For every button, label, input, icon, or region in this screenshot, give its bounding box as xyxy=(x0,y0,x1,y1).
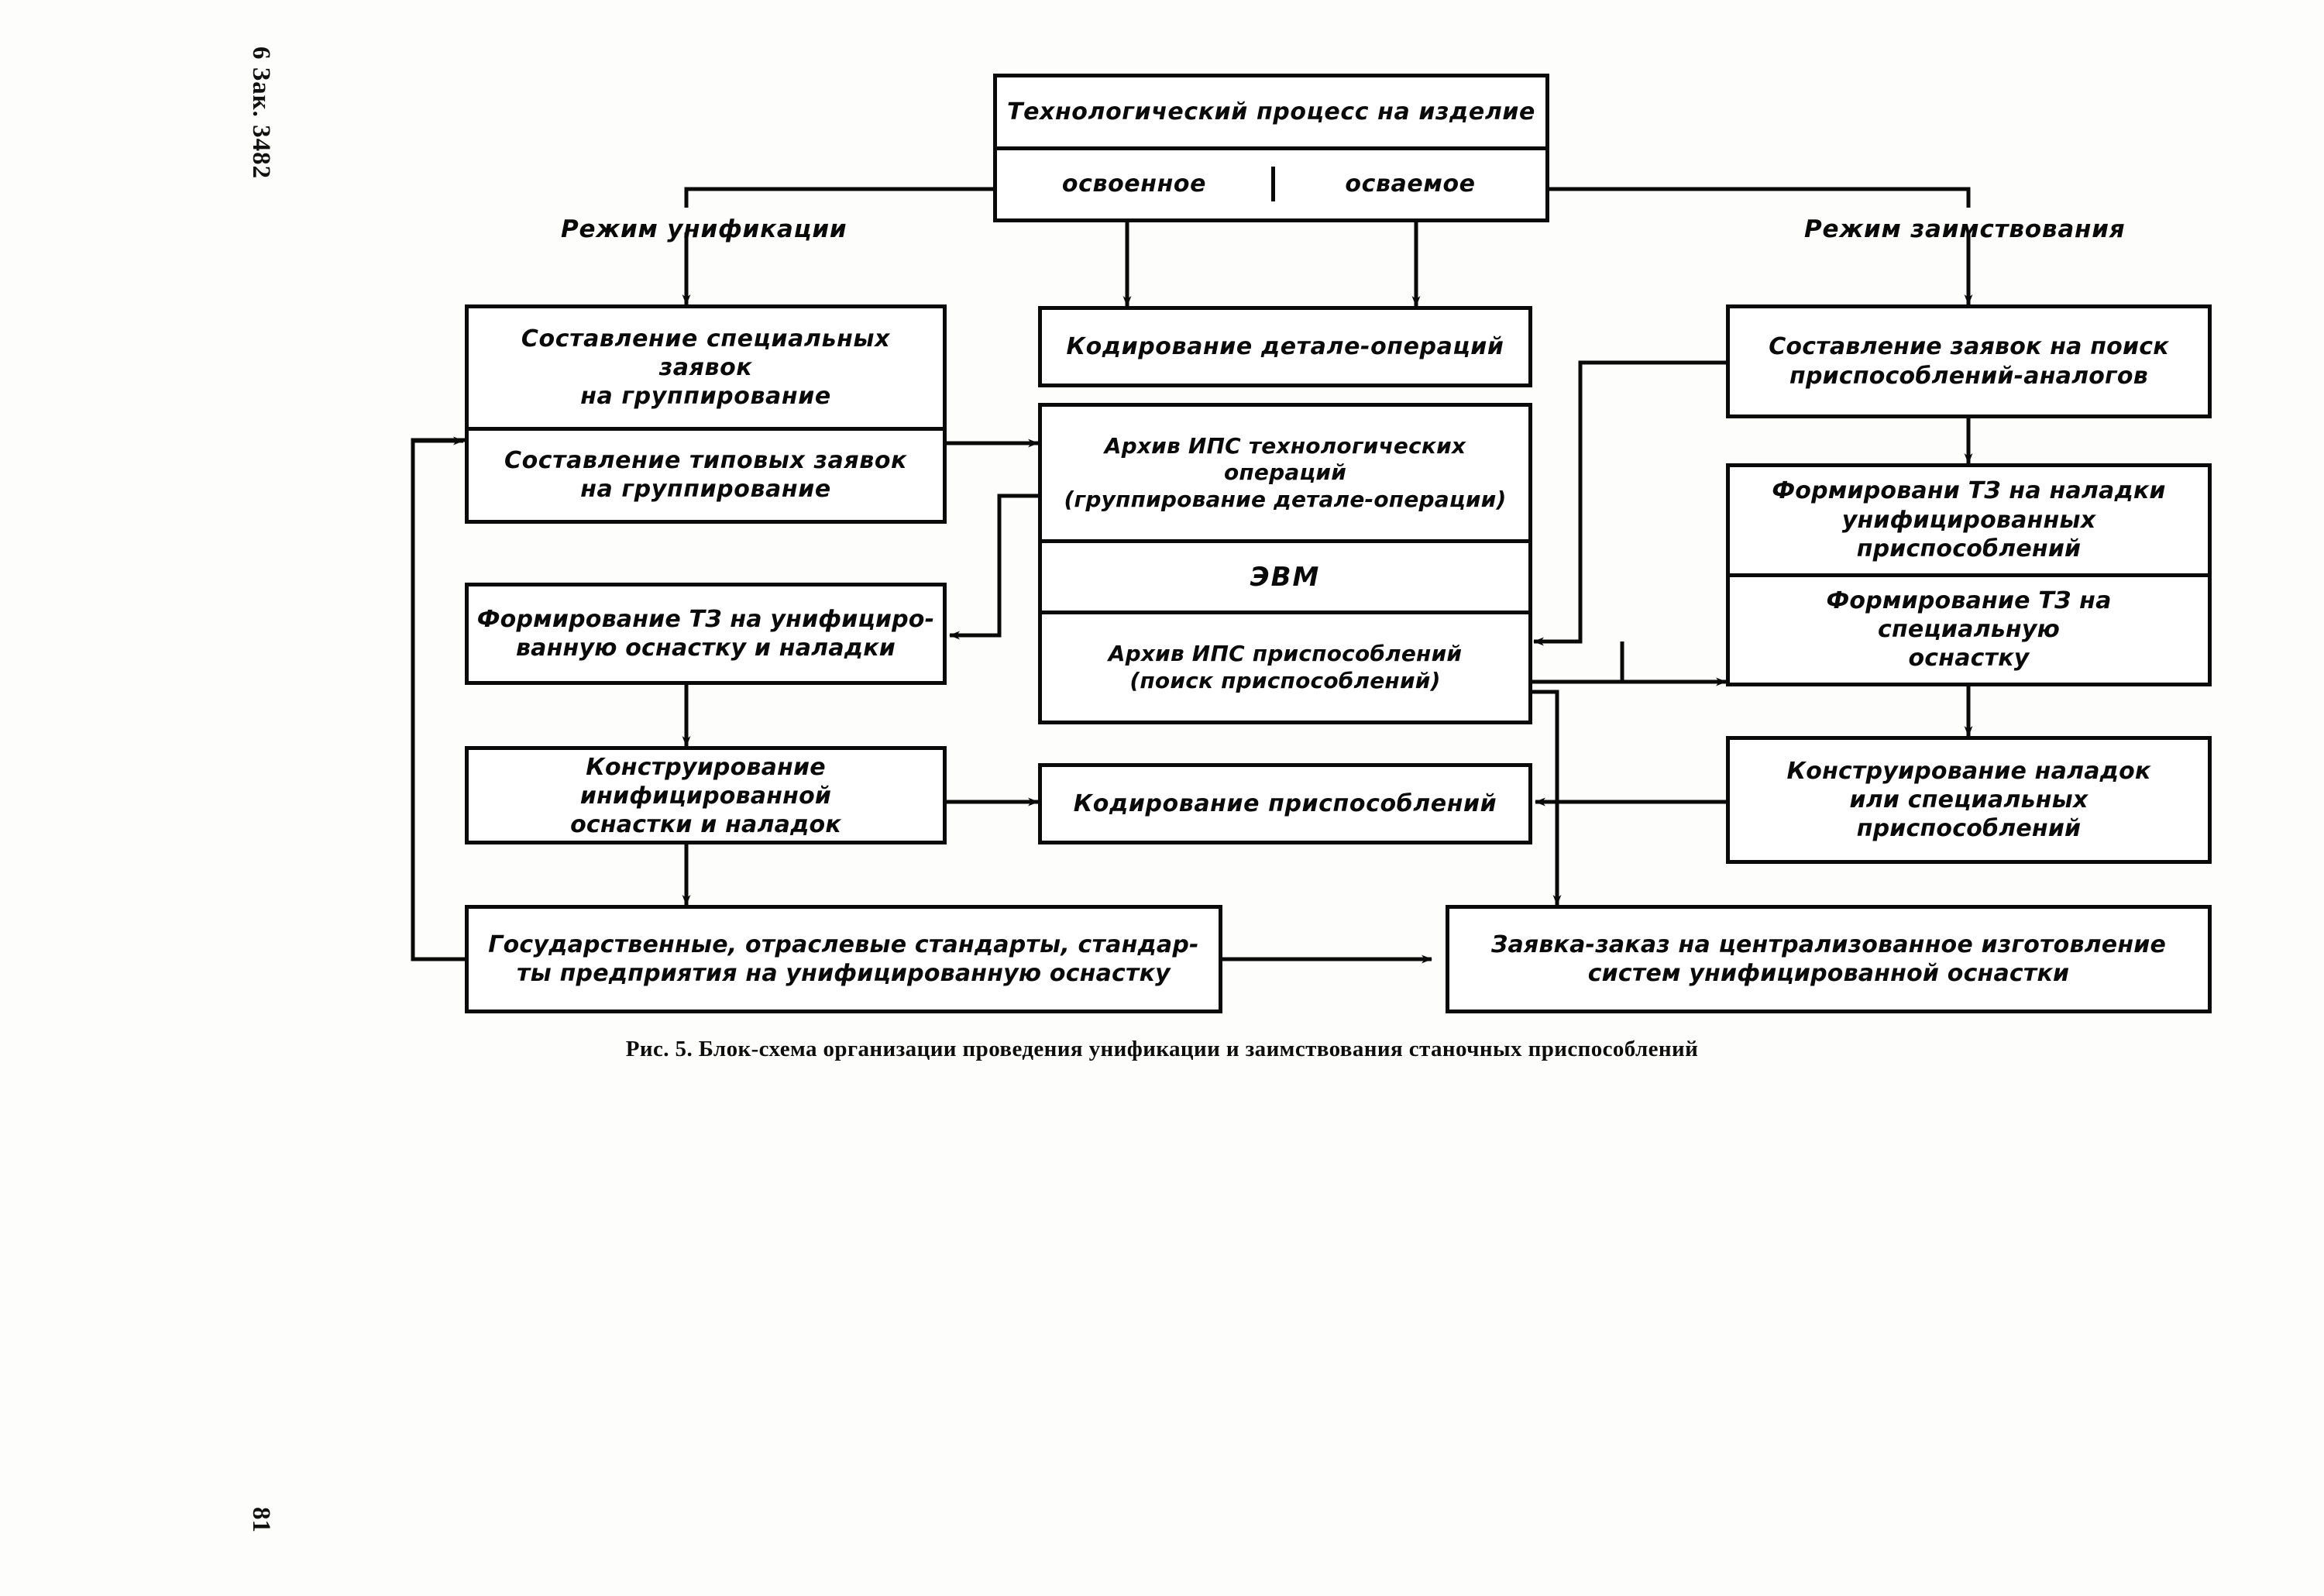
node-tz-unified[interactable]: Формирование ТЗ на унифициро- ванную осн… xyxy=(465,583,947,685)
search-analogs-label: Составление заявок на поиск приспособлен… xyxy=(1769,333,2169,390)
cell-typical-requests[interactable]: Составление типовых заявок на группирова… xyxy=(469,426,943,520)
cell-design-unified: Конструирование инифицированной оснастки… xyxy=(469,750,943,843)
cell-archive-tech-ops[interactable]: Архив ИПС технологических операций (груп… xyxy=(1042,407,1528,539)
order-request-label: Заявка-заказ на централизованное изготов… xyxy=(1490,930,2167,987)
root-state-right[interactable]: осваемое xyxy=(1271,167,1545,202)
cell-coding-fixtures: Кодирование приспособлений xyxy=(1042,767,1528,841)
tz-unified-label: Формирование ТЗ на унифициро- ванную осн… xyxy=(476,605,935,662)
root-state-left-label: освоенное xyxy=(1061,170,1207,198)
coding-fixtures-label: Кодирование приспособлений xyxy=(1073,789,1497,817)
cell-computer[interactable]: ЭВМ xyxy=(1042,539,1528,611)
root-state-right-label: осваемое xyxy=(1345,170,1476,198)
special-requests-label: Составление специальных заявок на группи… xyxy=(521,325,891,410)
archive-fixtures-label: Архив ИПС приспособлений (поиск приспосо… xyxy=(1108,640,1463,693)
node-requests-stack[interactable]: Составление специальных заявок на группи… xyxy=(465,304,947,524)
root-state-left[interactable]: освоенное xyxy=(997,167,1271,201)
computer-label: ЭВМ xyxy=(1250,561,1321,593)
node-ips-stack[interactable]: Архив ИПС технологических операций (груп… xyxy=(1038,403,1532,724)
cell-special-requests[interactable]: Составление специальных заявок на группи… xyxy=(469,308,943,427)
node-tz-stack[interactable]: Формировани ТЗ на наладки унифицированны… xyxy=(1726,463,2212,686)
mode-label-borrowing: Режим заимствования xyxy=(1804,215,2126,243)
cell-tz-unified: Формирование ТЗ на унифициро- ванную осн… xyxy=(469,586,943,681)
coding-detail-ops-label: Кодирование детале-операций xyxy=(1066,332,1504,360)
node-search-analogs[interactable]: Составление заявок на поиск приспособлен… xyxy=(1726,304,2212,418)
page-number: 81 xyxy=(247,1507,275,1532)
archive-tech-ops-label: Архив ИПС технологических операций (груп… xyxy=(1064,432,1507,513)
root-state-row: освоенное осваемое xyxy=(997,146,1545,219)
tz-special-label: Формирование ТЗ на специальную оснастку xyxy=(1826,586,2112,672)
node-process-root[interactable]: Технологический процесс на изделие освое… xyxy=(993,74,1549,222)
root-title-cell: Технологический процесс на изделие xyxy=(997,77,1545,146)
block-diagram: Технологический процесс на изделие освое… xyxy=(411,74,2212,1013)
mode-label-unification: Режим унификации xyxy=(561,215,847,243)
design-setups-label: Конструирование наладок или специальных … xyxy=(1786,757,2151,843)
node-standards[interactable]: Государственные, отраслевые стандарты, с… xyxy=(465,905,1222,1013)
cell-search-analogs: Составление заявок на поиск приспособлен… xyxy=(1730,308,2208,414)
figure-caption: Рис. 5. Блок-схема организации проведени… xyxy=(625,1037,1699,1061)
cell-standards: Государственные, отраслевые стандарты, с… xyxy=(469,909,1219,1010)
design-unified-label: Конструирование инифицированной оснастки… xyxy=(570,754,841,839)
cell-archive-fixtures[interactable]: Архив ИПС приспособлений (поиск приспосо… xyxy=(1042,611,1528,721)
node-coding-fixtures[interactable]: Кодирование приспособлений xyxy=(1038,763,1532,844)
root-title: Технологический процесс на изделие xyxy=(1007,98,1535,126)
cell-design-setups: Конструирование наладок или специальных … xyxy=(1730,740,2208,860)
standards-label: Государственные, отраслевые стандарты, с… xyxy=(488,930,1199,987)
node-design-unified[interactable]: Конструирование инифицированной оснастки… xyxy=(465,746,947,844)
cell-coding-detail-ops: Кодирование детале-операций xyxy=(1042,310,1528,384)
cell-order-request: Заявка-заказ на централизованное изготов… xyxy=(1449,909,2208,1010)
tz-setups-label: Формировани ТЗ на наладки унифицированны… xyxy=(1772,477,2166,562)
node-coding-detail-ops[interactable]: Кодирование детале-операций xyxy=(1038,306,1532,387)
node-design-setups[interactable]: Конструирование наладок или специальных … xyxy=(1726,736,2212,864)
cell-tz-setups[interactable]: Формировани ТЗ на наладки унифицированны… xyxy=(1730,467,2208,573)
node-order-request[interactable]: Заявка-заказ на централизованное изготов… xyxy=(1446,905,2212,1013)
cell-tz-special[interactable]: Формирование ТЗ на специальную оснастку xyxy=(1730,573,2208,683)
typical-requests-label: Составление типовых заявок на группирова… xyxy=(504,447,908,504)
